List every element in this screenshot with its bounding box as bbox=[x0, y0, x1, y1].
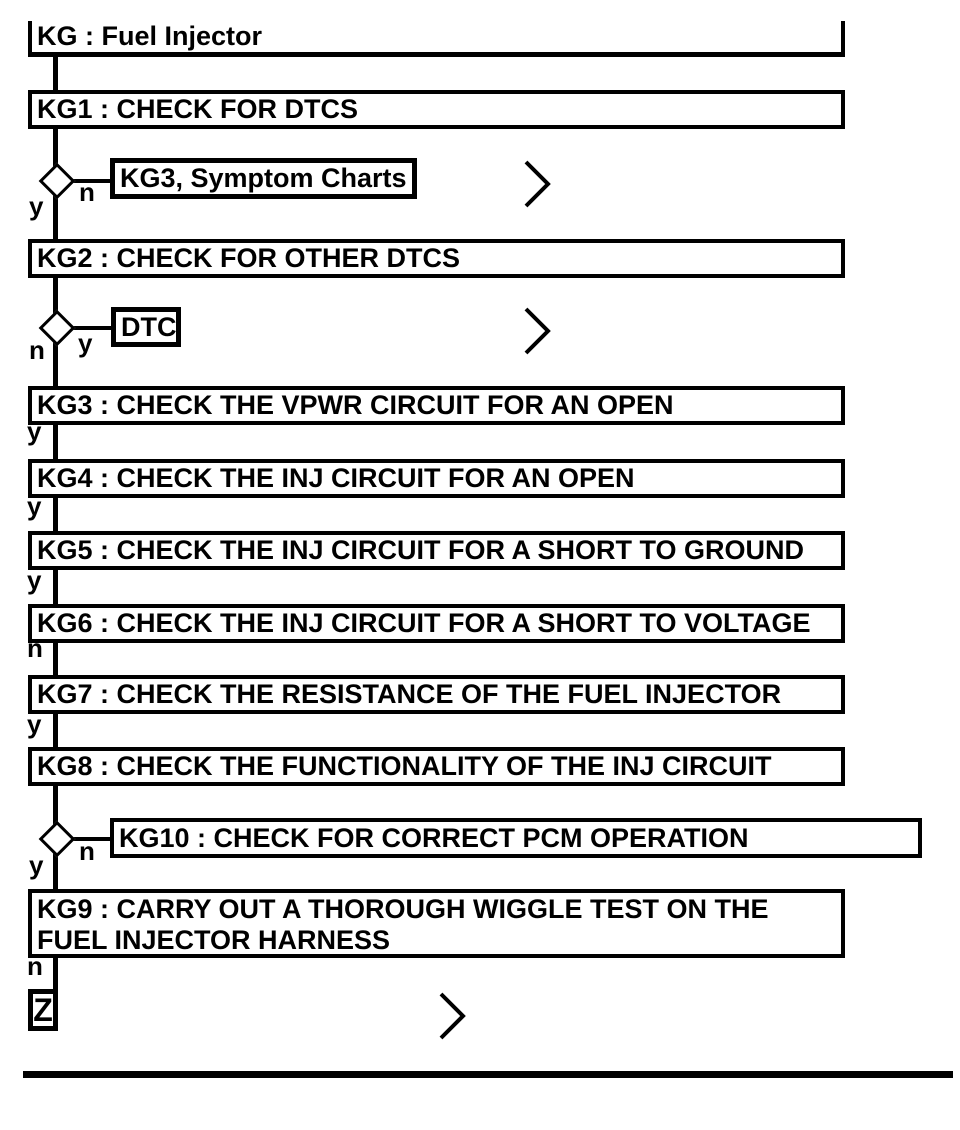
step-label-kg2: KG2 : CHECK FOR OTHER DTCS bbox=[37, 243, 461, 273]
branch-line-3 bbox=[70, 837, 112, 841]
continue-chevron-icon bbox=[524, 307, 551, 355]
step-label-kg5: KG5 : CHECK THE INJ CIRCUIT FOR A SHORT … bbox=[37, 535, 805, 565]
connector-spine bbox=[53, 56, 58, 996]
continue-chevron-icon bbox=[524, 160, 551, 208]
reference-label-dtc: DTC bbox=[121, 311, 177, 342]
decision3-no-label: n bbox=[79, 836, 95, 866]
step-label-kg9-line1: KG9 : CARRY OUT A THOROUGH WIGGLE TEST O… bbox=[37, 894, 769, 924]
reference-label-kg10: KG10 : CHECK FOR CORRECT PCM OPERATION bbox=[119, 822, 749, 853]
reference-label-symptom-charts: KG3, Symptom Charts bbox=[120, 163, 407, 193]
step-box-kg3: KG3 : CHECK THE VPWR CIRCUIT FOR AN OPEN bbox=[28, 386, 845, 425]
decision-diamond-3 bbox=[38, 820, 76, 858]
decision-diamond-1 bbox=[38, 162, 76, 200]
step-box-kg2: KG2 : CHECK FOR OTHER DTCS bbox=[28, 239, 845, 278]
step-box-kg4: KG4 : CHECK THE INJ CIRCUIT FOR AN OPEN bbox=[28, 459, 845, 498]
kg7-exit-label: y bbox=[27, 709, 42, 739]
kg4-exit-label: y bbox=[27, 491, 42, 521]
step-box-kg1: KG1 : CHECK FOR DTCS bbox=[28, 90, 845, 129]
decision3-yes-label: y bbox=[29, 850, 44, 880]
step-label-kg4: KG4 : CHECK THE INJ CIRCUIT FOR AN OPEN bbox=[37, 463, 635, 493]
step-label-kg8: KG8 : CHECK THE FUNCTIONALITY OF THE INJ… bbox=[37, 751, 772, 781]
step-label-kg9-line2: FUEL INJECTOR HARNESS bbox=[37, 925, 391, 955]
decision1-yes-label: y bbox=[29, 191, 44, 221]
step-box-kg8: KG8 : CHECK THE FUNCTIONALITY OF THE INJ… bbox=[28, 747, 845, 786]
step-label-kg3: KG3 : CHECK THE VPWR CIRCUIT FOR AN OPEN bbox=[37, 390, 674, 420]
decision2-no-label: n bbox=[29, 335, 45, 365]
kg3-exit-label: y bbox=[27, 416, 42, 446]
step-box-kg7: KG7 : CHECK THE RESISTANCE OF THE FUEL I… bbox=[28, 675, 845, 714]
decision1-no-label: n bbox=[79, 177, 95, 207]
step-box-kg5: KG5 : CHECK THE INJ CIRCUIT FOR A SHORT … bbox=[28, 531, 845, 570]
step-box-kg9: KG9 : CARRY OUT A THOROUGH WIGGLE TEST O… bbox=[28, 889, 845, 958]
terminator-box-z: Z bbox=[28, 989, 58, 1031]
step-label-kg7: KG7 : CHECK THE RESISTANCE OF THE FUEL I… bbox=[37, 679, 782, 709]
bottom-rule bbox=[23, 1071, 953, 1078]
continue-chevron-icon bbox=[439, 992, 466, 1040]
flow-title: KG : Fuel Injector bbox=[37, 21, 263, 51]
flow-title-box: KG : Fuel Injector bbox=[28, 21, 845, 57]
kg6-exit-label: n bbox=[27, 633, 43, 663]
reference-box-symptom-charts: KG3, Symptom Charts bbox=[110, 158, 417, 199]
terminator-label-z: Z bbox=[33, 991, 53, 1028]
step-label-kg1: KG1 : CHECK FOR DTCS bbox=[37, 94, 359, 124]
reference-box-kg10: KG10 : CHECK FOR CORRECT PCM OPERATION bbox=[110, 818, 922, 858]
step-box-kg6: KG6 : CHECK THE INJ CIRCUIT FOR A SHORT … bbox=[28, 604, 845, 643]
reference-box-dtc: DTC bbox=[111, 307, 181, 347]
branch-line-2 bbox=[70, 326, 112, 330]
kg5-exit-label: y bbox=[27, 565, 42, 595]
kg9-exit-label: n bbox=[27, 951, 43, 981]
decision2-yes-label: y bbox=[78, 328, 93, 358]
branch-line-1 bbox=[70, 179, 112, 183]
step-label-kg6: KG6 : CHECK THE INJ CIRCUIT FOR A SHORT … bbox=[37, 608, 811, 638]
